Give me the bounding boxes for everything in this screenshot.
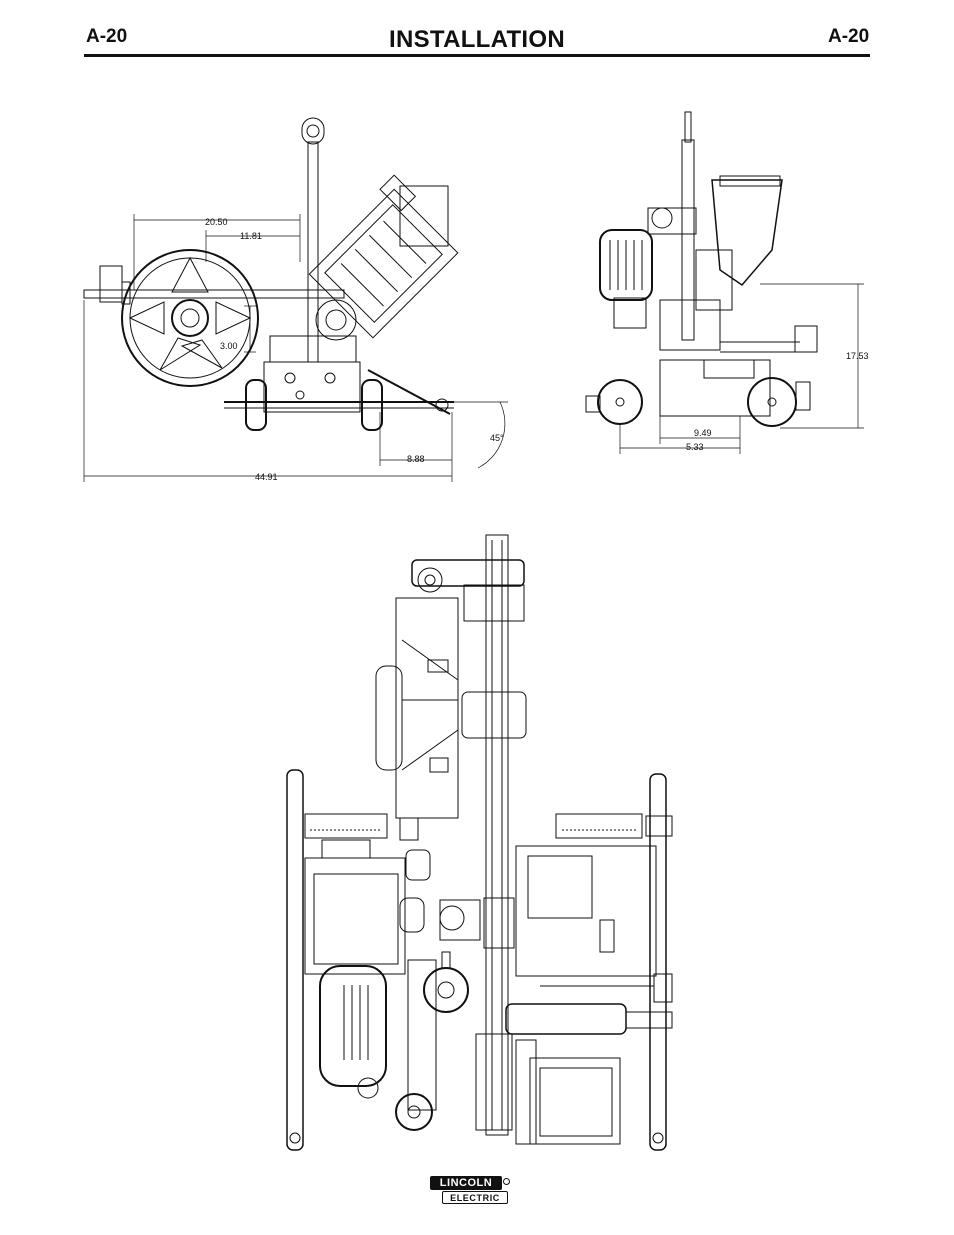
dim-11-81: 11.81 (240, 231, 262, 241)
dim-17-53: 17.53 (846, 351, 869, 361)
dim-9-49: 9.49 (694, 428, 712, 438)
front-view-drawing (585, 111, 864, 454)
registered-mark-icon (503, 1178, 510, 1185)
dim-5-33: 5.33 (686, 442, 704, 452)
header-rule (84, 54, 870, 57)
page-number-right: A-20 (828, 26, 870, 47)
page-title: INSTALLATION (388, 26, 566, 53)
dim-3-00: 3.00 (220, 341, 238, 351)
dim-20-50: 20.50 (205, 217, 228, 227)
logo-electric: ELECTRIC (442, 1191, 508, 1204)
dim-angle-45: 45° (490, 433, 504, 443)
top-view-drawing (286, 534, 673, 1151)
lincoln-electric-logo: LINCOLN ELECTRIC (430, 1176, 510, 1206)
page-number-left: A-20 (86, 26, 128, 47)
dim-44-91: 44.91 (255, 472, 278, 482)
dim-8-88: 8.88 (407, 454, 425, 464)
side-view-drawing (83, 117, 508, 482)
logo-lincoln: LINCOLN (430, 1176, 502, 1190)
